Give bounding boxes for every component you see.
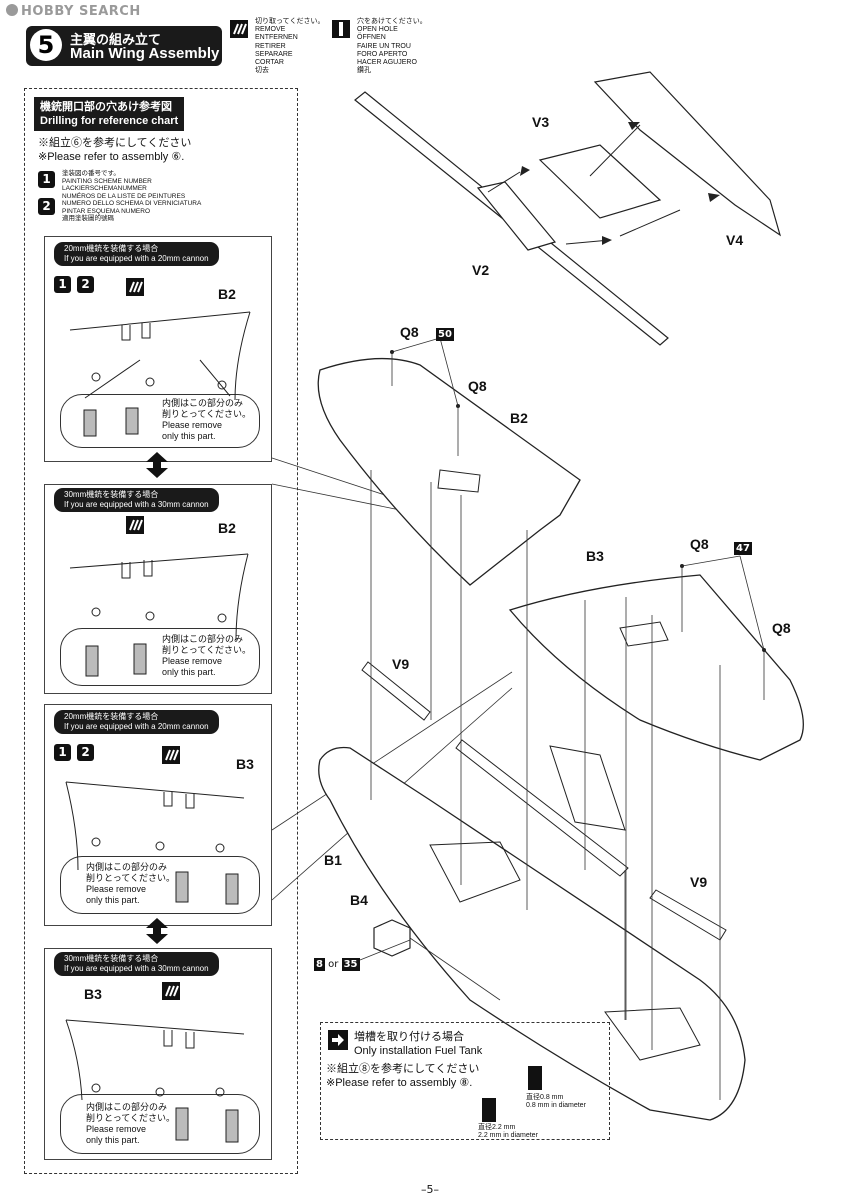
fuel-tank-ref: ※組立⑧を参考にしてください※Please refer to assembly … — [326, 1063, 480, 1089]
paint-number-47: 47 — [734, 542, 752, 555]
part-label: B2 — [218, 520, 236, 536]
part-label-v3: V3 — [532, 114, 550, 130]
part-label: B2 — [218, 286, 236, 302]
step-title-en: Main Wing Assembly — [70, 45, 220, 62]
part-label: B3 — [236, 756, 254, 772]
paint-number-50: 50 — [436, 328, 454, 341]
part-label: B3 — [84, 986, 102, 1002]
remove-icon — [126, 278, 144, 296]
remove-icon — [162, 982, 180, 1000]
paint-number-1: 1 — [54, 276, 71, 293]
swap-arrow-icon — [146, 918, 168, 944]
remove-icon — [126, 516, 144, 534]
reference-note: ※組立⑥を参考にしてください※Please refer to assembly … — [38, 137, 192, 163]
page-number: –5– — [421, 1183, 439, 1196]
part-label-v2: V2 — [472, 262, 490, 278]
paint-number-2: 2 — [77, 744, 94, 761]
paint-number-1: 1 — [54, 744, 71, 761]
paint-number-8: 8 — [314, 958, 325, 971]
step-title-jp: 主翼の組み立て — [70, 33, 162, 48]
fuel-tank-icon — [328, 1030, 348, 1050]
reference-panel — [24, 88, 298, 1174]
part-label-v9: V9 — [392, 656, 410, 672]
drill-icon — [332, 20, 350, 38]
paint-number-2: 2 — [38, 198, 55, 215]
drill-icon — [528, 1066, 542, 1090]
or-text: or — [328, 959, 339, 970]
part-label-b4: B4 — [350, 892, 368, 908]
paint-option: 8 or 35 — [314, 958, 360, 971]
part-label-v4: V4 — [726, 232, 744, 248]
part-label-q8: Q8 — [468, 378, 487, 394]
step-header: 5 主翼の組み立て Main Wing Assembly — [26, 26, 222, 66]
swap-arrow-icon — [146, 452, 168, 478]
part-label-b2: B2 — [510, 410, 528, 426]
part-label-b3: B3 — [586, 548, 604, 564]
part-label-v9: V9 — [690, 874, 708, 890]
watermark: HOBBY SEARCH — [6, 4, 141, 19]
paint-number-35: 35 — [341, 958, 360, 971]
drill-icon — [482, 1098, 496, 1122]
remove-icon — [162, 746, 180, 764]
fuel-tank-note — [320, 1022, 610, 1140]
part-label-q8: Q8 — [400, 324, 419, 340]
part-label-q8: Q8 — [772, 620, 791, 636]
paint-number-1: 1 — [38, 171, 55, 188]
part-label-b1: B1 — [324, 852, 342, 868]
remove-icon — [230, 20, 248, 38]
step-number: 5 — [30, 29, 62, 61]
paint-number-2: 2 — [77, 276, 94, 293]
part-label-q8: Q8 — [690, 536, 709, 552]
